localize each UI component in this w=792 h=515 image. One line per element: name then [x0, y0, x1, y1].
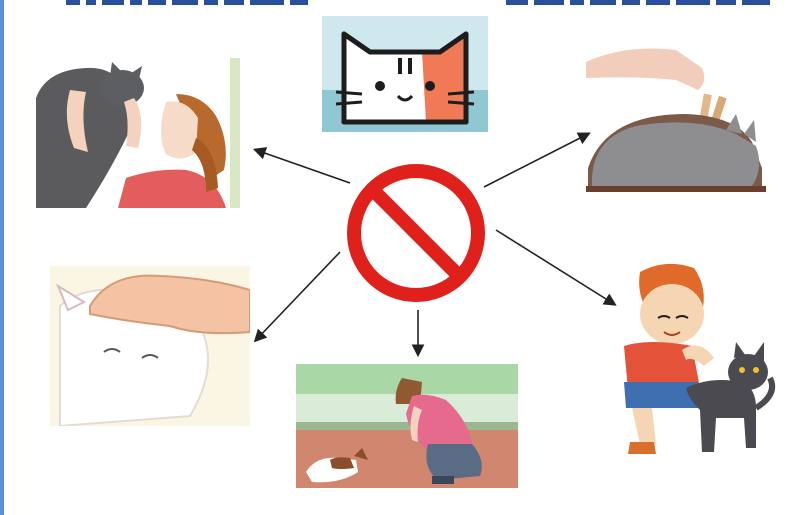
cat-face-icon [322, 16, 488, 132]
boy-scared-cat-icon [610, 258, 780, 470]
arrow-to-boy-cat [496, 230, 614, 304]
arrow-to-clip-cat [484, 134, 588, 187]
prohibited-sign-icon [343, 160, 489, 306]
woman-lifting-cat-icon [26, 58, 242, 208]
clothespin-on-cat-icon [586, 38, 766, 192]
woman-crouching-dog-icon [296, 364, 518, 488]
arrow-to-pet-cat [256, 252, 340, 340]
hand-petting-cat-icon [50, 266, 250, 426]
arrow-to-lift-cat [256, 150, 350, 183]
